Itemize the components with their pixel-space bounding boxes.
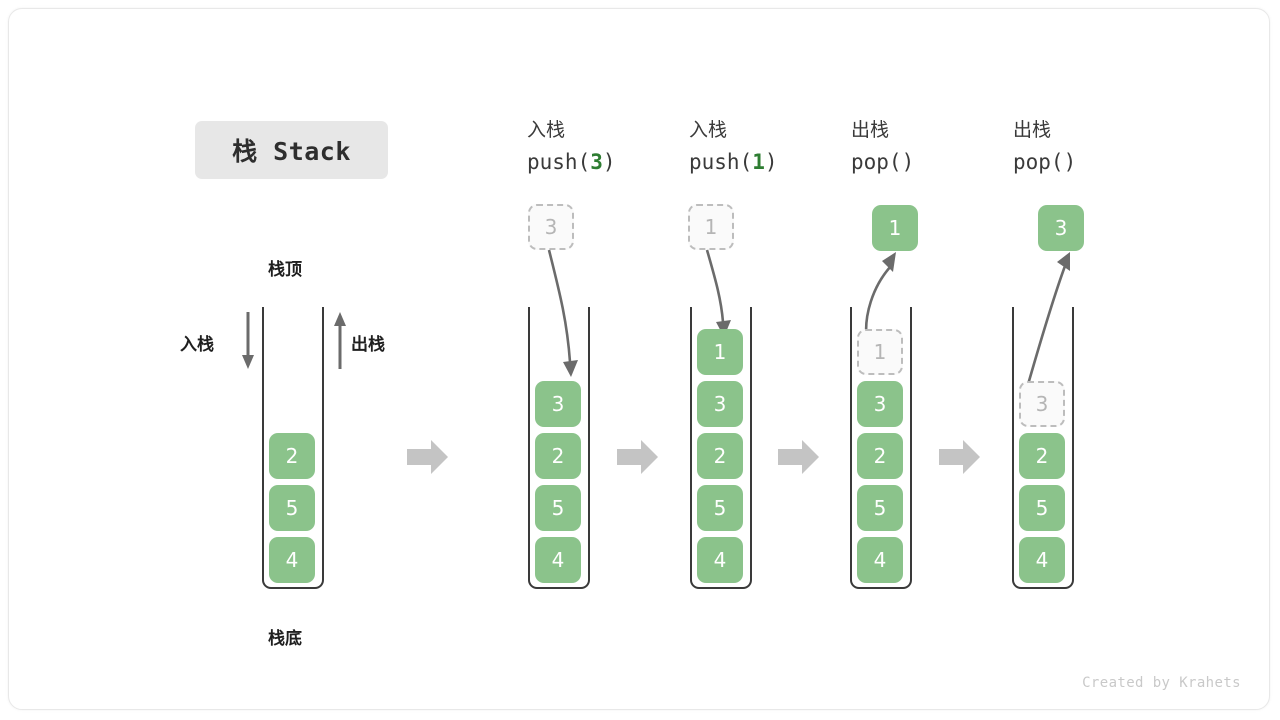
stack-element: 4 <box>857 537 903 583</box>
stack-element: 2 <box>857 433 903 479</box>
footer-credit: Created by Krahets <box>1082 675 1241 691</box>
stack-element: 3 <box>697 381 743 427</box>
code-arg: 3 <box>590 150 603 174</box>
code-prefix: push( <box>527 150 591 174</box>
stack-frame-push-3 <box>528 307 590 589</box>
stack-element: 5 <box>535 485 581 531</box>
stack-element: 5 <box>857 485 903 531</box>
arrow-right-block-icon <box>778 439 820 475</box>
arrow-right-block-icon <box>407 439 449 475</box>
code-suffix: ) <box>764 150 778 174</box>
stack-element-value: 5 <box>551 496 565 520</box>
stack-element: 3 <box>857 381 903 427</box>
step-code-label: pop() <box>851 149 914 175</box>
pop-label: 出栈 <box>351 335 385 355</box>
stack-element-value: 1 <box>713 340 727 364</box>
stack-bottom-label: 栈底 <box>268 629 302 649</box>
stack-top-label: 栈顶 <box>268 260 302 280</box>
code-prefix: pop( <box>851 150 902 174</box>
outgoing-value: 1 <box>888 216 902 240</box>
stack-elements-push-3: 3 2 5 4 <box>535 381 581 589</box>
code-suffix: ) <box>1063 150 1077 174</box>
code-prefix: pop( <box>1013 150 1064 174</box>
code-prefix: push( <box>689 150 753 174</box>
step-op-label: 出栈 <box>1013 119 1052 141</box>
arrow-down-curved-icon <box>703 249 743 340</box>
code-suffix: ) <box>602 150 616 174</box>
incoming-value-box: 3 <box>528 204 574 250</box>
stack-element-value: 5 <box>713 496 727 520</box>
stack-element-value: 2 <box>873 444 887 468</box>
stack-element: 2 <box>697 433 743 479</box>
stack-elements-push-1: 1 3 2 5 4 <box>697 329 743 589</box>
stack-element-value: 2 <box>713 444 727 468</box>
stack-element: 3 <box>1019 381 1065 427</box>
stack-element-value: 3 <box>873 392 887 416</box>
stack-element-value: 2 <box>551 444 565 468</box>
stack-elements-pop-1: 1 3 2 5 4 <box>857 329 903 589</box>
stack-elements-pop-3: 3 2 5 4 <box>1019 381 1065 589</box>
incoming-value-box: 1 <box>688 204 734 250</box>
step-code-label: pop() <box>1013 149 1076 175</box>
step-op-label: 入栈 <box>689 119 728 141</box>
stack-element: 2 <box>535 433 581 479</box>
stack-element: 1 <box>857 329 903 375</box>
stack-element-value: 5 <box>285 496 299 520</box>
stack-frame-pop-3 <box>1012 307 1074 589</box>
incoming-value: 1 <box>704 215 718 239</box>
outgoing-value-box: 1 <box>872 205 918 251</box>
stack-element: 4 <box>697 537 743 583</box>
step-code-label: push(1) <box>689 149 778 175</box>
stack-element-value: 2 <box>1035 444 1049 468</box>
stack-element: 4 <box>1019 537 1065 583</box>
step-header-push-3: 入栈 push(3) <box>527 117 616 175</box>
stack-element: 5 <box>1019 485 1065 531</box>
arrow-right-block-icon <box>617 439 659 475</box>
diagram-title-chip: 栈 Stack <box>195 121 388 179</box>
stack-element-value: 5 <box>873 496 887 520</box>
overview-stack-elements: 2 5 4 <box>269 433 315 589</box>
overview-stack-frame <box>262 307 324 589</box>
step-header-push-1: 入栈 push(1) <box>689 117 778 175</box>
stack-element-value: 4 <box>873 548 887 572</box>
stack-element-value: 3 <box>1035 392 1049 416</box>
push-label: 入栈 <box>180 335 214 355</box>
stack-element-value: 3 <box>713 392 727 416</box>
arrow-up-icon <box>331 312 349 370</box>
step-op-label: 出栈 <box>851 119 890 141</box>
outgoing-value-box: 3 <box>1038 205 1084 251</box>
stack-element-value: 4 <box>285 548 299 572</box>
code-suffix: ) <box>901 150 915 174</box>
stack-element: 1 <box>697 329 743 375</box>
stack-element: 4 <box>269 537 315 583</box>
stack-element-value: 4 <box>551 548 565 572</box>
stack-element: 5 <box>697 485 743 531</box>
arrow-down-icon <box>239 312 257 370</box>
stack-frame-push-1 <box>690 307 752 589</box>
step-header-pop-1: 出栈 pop() <box>851 117 914 175</box>
step-header-pop-3: 出栈 pop() <box>1013 117 1076 175</box>
stack-element: 3 <box>535 381 581 427</box>
stack-element: 4 <box>535 537 581 583</box>
stack-element-value: 4 <box>713 548 727 572</box>
stack-element-value: 2 <box>285 444 299 468</box>
arrow-right-block-icon <box>939 439 981 475</box>
stack-element: 2 <box>1019 433 1065 479</box>
stack-element: 2 <box>269 433 315 479</box>
stack-frame-pop-1 <box>850 307 912 589</box>
page-title: 栈 Stack <box>232 137 351 166</box>
stack-element-value: 5 <box>1035 496 1049 520</box>
stack-element-value: 4 <box>1035 548 1049 572</box>
arrow-down-curved-icon <box>545 249 585 380</box>
code-arg: 1 <box>752 150 765 174</box>
outgoing-value: 3 <box>1054 216 1068 240</box>
step-code-label: push(3) <box>527 149 616 175</box>
stack-element-value: 3 <box>551 392 565 416</box>
incoming-value: 3 <box>544 215 558 239</box>
stack-element-value: 1 <box>873 340 887 364</box>
stack-element: 5 <box>269 485 315 531</box>
step-op-label: 入栈 <box>527 119 566 141</box>
